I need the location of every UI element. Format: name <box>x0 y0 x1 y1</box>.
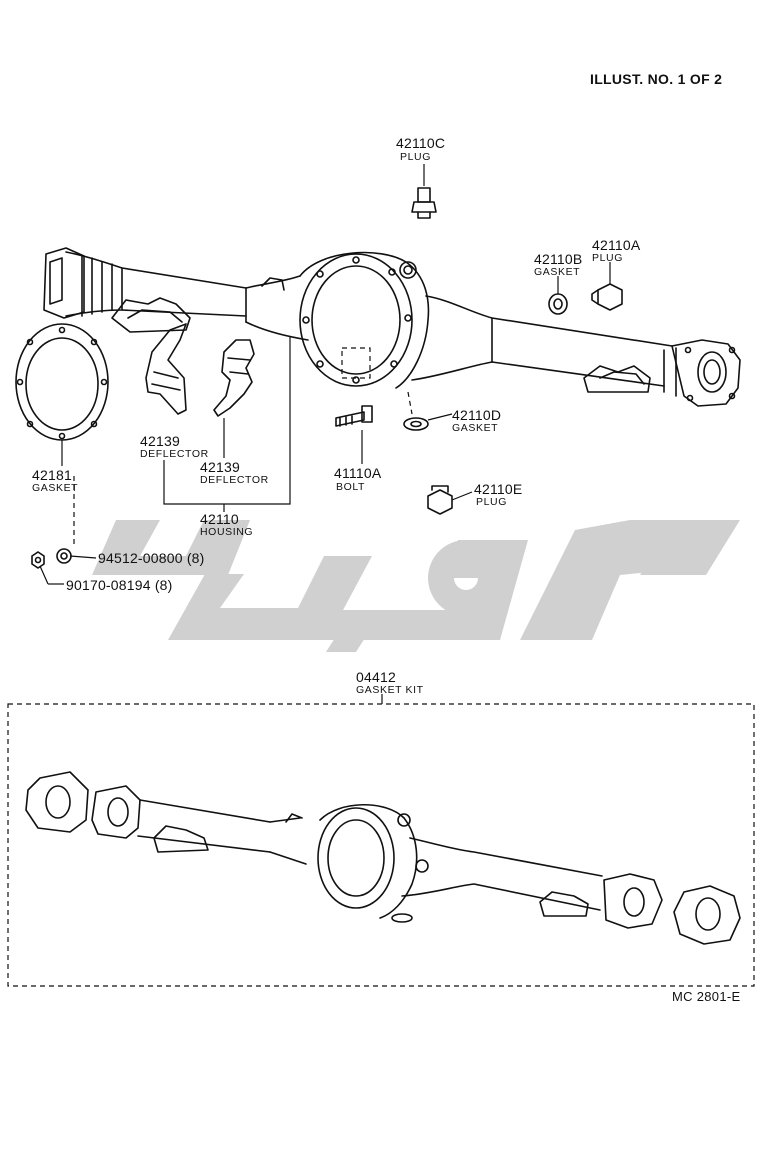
callout-42110a[interactable]: 42110A PLUG <box>592 238 640 264</box>
part-number: 42110A <box>592 237 641 253</box>
watermark-logo <box>92 520 740 652</box>
gasket-42110b[interactable] <box>548 293 568 315</box>
part-number: 42110D <box>452 407 502 423</box>
part-number: 42181 <box>32 467 72 483</box>
gasket-42110d[interactable] <box>403 417 429 431</box>
axle-housing[interactable] <box>43 247 741 407</box>
part-name: PLUG <box>592 252 623 264</box>
part-number: 42139 <box>200 459 240 475</box>
axle-housing-kit-view[interactable] <box>25 771 741 945</box>
callout-04412[interactable]: 04412 GASKET KIT <box>356 670 424 696</box>
callout-41110a[interactable]: 41110A BOLT <box>334 466 381 493</box>
callout-42139-right[interactable]: 42139 DEFLECTOR <box>200 460 269 486</box>
bolt-41110a[interactable] <box>335 405 373 427</box>
part-number: 42110E <box>474 481 523 497</box>
part-name: GASKET <box>452 422 499 434</box>
nut-90170[interactable] <box>31 551 45 569</box>
illust-number: ILLUST. NO. 1 OF 2 <box>590 71 723 87</box>
part-name: GASKET <box>32 482 79 494</box>
washer-94512[interactable] <box>56 548 72 564</box>
part-name: PLUG <box>476 496 507 508</box>
callout-42110[interactable]: 42110 HOUSING <box>200 512 253 538</box>
plug-42110c[interactable] <box>411 187 437 219</box>
part-name: BOLT <box>336 481 366 493</box>
callout-42181[interactable]: 42181 GASKET <box>32 468 78 494</box>
callout-washer-94512[interactable]: 94512-00800 (8) <box>98 550 205 566</box>
part-name: GASKET <box>534 266 581 278</box>
part-name: HOUSING <box>200 526 254 538</box>
part-number: 04412 <box>356 669 396 685</box>
deflector-right[interactable] <box>213 339 255 417</box>
callout-42110d[interactable]: 42110D GASKET <box>452 408 501 434</box>
part-number: 41110A <box>334 465 382 481</box>
part-number: 42110B <box>534 251 583 267</box>
part-name: GASKET KIT <box>356 684 424 696</box>
part-name: DEFLECTOR <box>200 474 269 486</box>
part-name: DEFLECTOR <box>140 448 209 460</box>
reference-code: MC 2801-E <box>672 989 741 1004</box>
callout-42139-left[interactable]: 42139 DEFLECTOR <box>140 434 209 460</box>
cover-gasket[interactable] <box>15 323 109 441</box>
gasket-kit-frame <box>7 703 755 987</box>
leader-lines <box>39 164 611 704</box>
plug-42110a[interactable] <box>591 283 623 311</box>
callout-42110c[interactable]: 42110C PLUG <box>396 136 445 163</box>
dashed-guides <box>7 347 755 987</box>
plug-42110e[interactable] <box>427 485 453 515</box>
part-number: 42110 <box>200 511 239 527</box>
callout-42110b[interactable]: 42110B GASKET <box>534 252 582 278</box>
callout-42110e[interactable]: 42110E PLUG <box>474 482 522 508</box>
part-number: 42110C <box>396 135 446 151</box>
callout-nut-90170[interactable]: 90170-08194 (8) <box>66 577 173 593</box>
deflector-left[interactable] <box>145 323 187 415</box>
part-name: PLUG <box>400 151 431 163</box>
part-number: 42139 <box>140 433 180 449</box>
